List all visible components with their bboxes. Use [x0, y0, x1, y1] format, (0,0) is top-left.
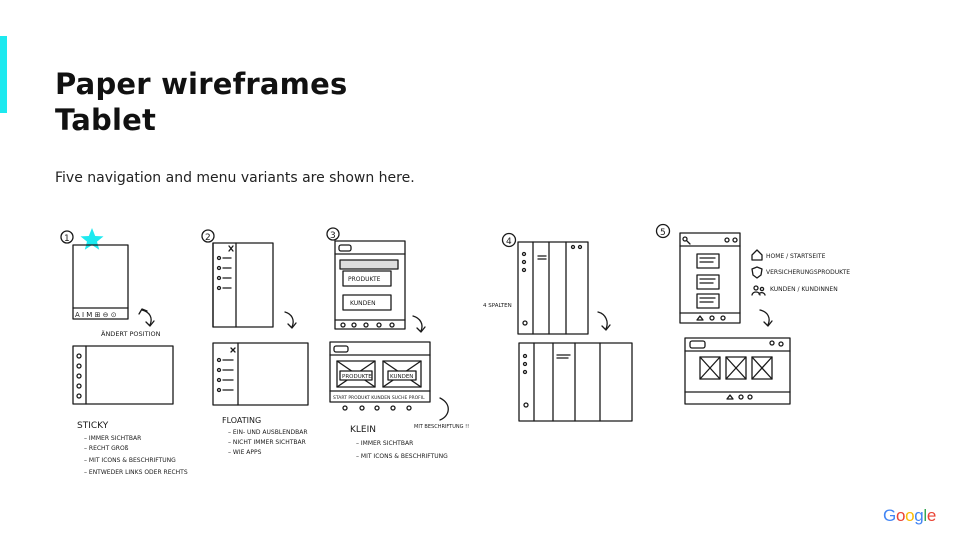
- home-icon: [752, 250, 762, 260]
- variant-1: 1 A I M ⊞ ⊖ ⊙ ÄNDERT POSITION STICKY – I…: [61, 228, 188, 476]
- variant-2-note-3: – WIE APPS: [228, 449, 262, 456]
- variant-1-note-2: – RECHT GROß: [84, 445, 129, 452]
- variant-5-number: 5: [660, 228, 666, 238]
- variant-1-landscape-tablet: [73, 346, 173, 404]
- variant-3-note-2: – MIT ICONS & BESCHRIFTUNG: [356, 453, 448, 460]
- variant-4-number: 4: [506, 237, 512, 247]
- variant-1-note-3: – MIT ICONS & BESCHRIFTUNG: [84, 457, 176, 464]
- variant-2-note-2: – NICHT IMMER SICHTBAR: [228, 439, 306, 446]
- variant-3-heading: KLEIN: [350, 425, 376, 435]
- variant-3-nav-labels: START PRODUKT KUNDEN SUCHE PROFIL: [333, 395, 425, 401]
- people-icon: [754, 286, 758, 290]
- variant-1-note-1: – IMMER SICHTBAR: [84, 435, 141, 442]
- variant-2: 2 FLOATING – EIN- UND AUSBLENDBAR – NICH…: [202, 230, 308, 456]
- variant-3-note-1: – IMMER SICHTBAR: [356, 440, 413, 447]
- variant-3-number: 3: [330, 231, 336, 241]
- legend-customers: KUNDEN / KUNDINNEN: [770, 286, 838, 293]
- logo-letter-1: G: [883, 506, 896, 526]
- variant-4: 4 4 SPALTEN: [483, 234, 632, 422]
- variant-3-box-products-label: PRODUKTE: [348, 276, 381, 283]
- logo-letter-4: g: [914, 506, 923, 526]
- legend-products: VERSICHERUNGSPRODUKTE: [766, 269, 850, 276]
- variant-2-landscape-tablet: [213, 343, 308, 405]
- variant-3-mini-card-products: PRODUKTE: [342, 374, 372, 380]
- variant-2-heading: FLOATING: [222, 416, 261, 425]
- variant-4-side-note: 4 SPALTEN: [483, 303, 512, 309]
- variant-3: 3 PRODUKTE KUNDEN PRODUKTE KUNDEN START …: [327, 228, 469, 460]
- variant-2-number: 2: [205, 233, 211, 243]
- variant-3-box-customers-label: KUNDEN: [350, 300, 376, 307]
- variant-1-note-4: – ENTWEDER LINKS ODER RECHTS: [84, 469, 188, 476]
- variant-1-icon-row: A I M ⊞ ⊖ ⊙: [75, 311, 117, 319]
- variant-1-heading: STICKY: [77, 421, 109, 431]
- variant-4-portrait-tablet: [518, 242, 588, 334]
- star-icon: [81, 228, 104, 250]
- logo-letter-6: e: [927, 506, 936, 526]
- variant-1-number: 1: [64, 234, 70, 244]
- logo-letter-2: o: [896, 506, 905, 526]
- google-logo: Google: [883, 506, 936, 526]
- variant-2-portrait-tablet: [213, 243, 273, 327]
- shield-icon: [752, 267, 762, 278]
- variant-3-mini-card-customers: KUNDEN: [390, 374, 413, 380]
- variant-5: 5 HOME / STARTSEITE VERSICHERUNGSPRODUKT…: [657, 225, 851, 405]
- variant-2-note-1: – EIN- UND AUSBLENDBAR: [228, 429, 308, 436]
- logo-letter-3: o: [905, 506, 914, 526]
- variant-3-side-note: MIT BESCHRIFTUNG !!: [414, 424, 469, 430]
- variant-1-arrow-note: ÄNDERT POSITION: [101, 329, 161, 338]
- legend-home: HOME / STARTSEITE: [766, 253, 826, 260]
